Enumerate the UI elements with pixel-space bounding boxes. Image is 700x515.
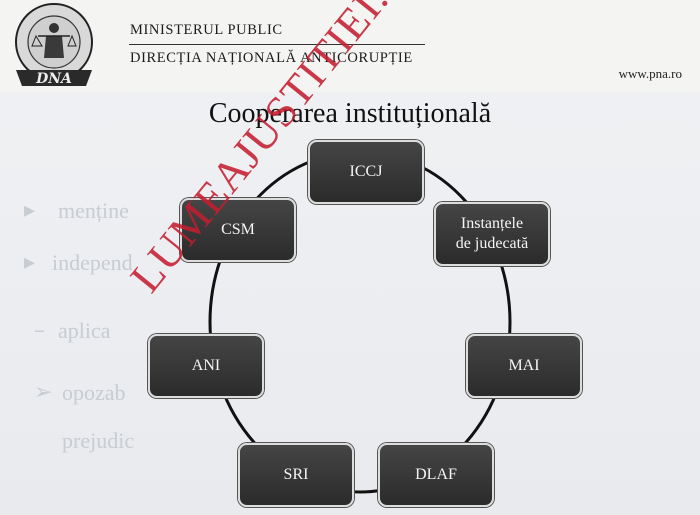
bg-bullet: – xyxy=(34,318,45,343)
node-sri: SRI xyxy=(238,443,354,507)
bg-text-1: menține xyxy=(58,198,129,223)
node-iccj: ICCJ xyxy=(308,140,424,204)
node-dlaf-label: DLAF xyxy=(415,466,457,483)
node-mai-label: MAI xyxy=(508,357,540,374)
bg-text-5: prejudic xyxy=(62,428,135,453)
bg-text-2: independ xyxy=(52,250,133,275)
header-band xyxy=(0,0,700,92)
node-csm: CSM xyxy=(180,198,296,262)
node-instante-line-1: Instanțele xyxy=(460,215,524,232)
node-ani: ANI xyxy=(148,334,264,398)
dna-logo: DNA xyxy=(15,3,93,87)
node-instante: Instanțele de judecată xyxy=(434,202,550,266)
bg-bullet: ▸ xyxy=(24,198,36,223)
logo-acronym: DNA xyxy=(35,71,72,87)
org-line-ministry: MINISTERUL PUBLIC xyxy=(130,22,283,38)
header-rule xyxy=(129,44,425,45)
bg-text-4: opozab xyxy=(62,380,126,405)
node-instante-line-2: de judecată xyxy=(455,235,529,252)
bg-text-3: aplica xyxy=(58,318,111,343)
slide-title: Cooperarea instituțională xyxy=(208,98,492,129)
node-instante-label: Instanțele de judecată xyxy=(456,214,528,254)
node-ani-label: ANI xyxy=(191,357,221,374)
site-url[interactable]: www.pna.ro xyxy=(618,66,682,81)
node-iccj-label: ICCJ xyxy=(349,163,383,180)
org-line-directorate: DIRECȚIA NAȚIONALĂ ANTICORUPȚIE xyxy=(130,50,413,66)
node-sri-label: SRI xyxy=(283,466,309,483)
bg-bullet: ➢ xyxy=(34,380,53,405)
node-mai: MAI xyxy=(466,334,582,398)
node-dlaf: DLAF xyxy=(378,443,494,507)
node-csm-label: CSM xyxy=(221,221,255,238)
bg-bullet: ▸ xyxy=(24,250,36,275)
